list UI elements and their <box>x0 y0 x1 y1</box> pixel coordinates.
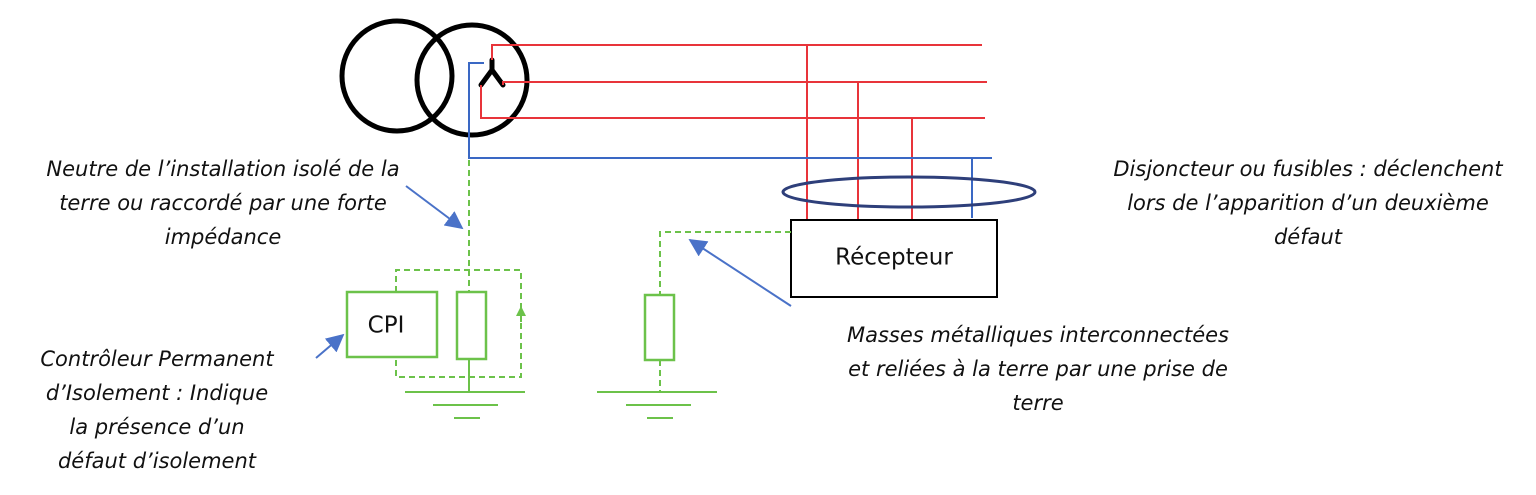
phase-line-1 <box>491 44 982 60</box>
phase-line-2 <box>502 81 987 85</box>
cpi-label: CPI <box>368 313 405 339</box>
receiver-label: Récepteur <box>835 245 953 271</box>
cpi-box <box>345 290 439 359</box>
breaker-ring <box>781 175 1037 209</box>
earth-electrode-resistor <box>643 293 676 362</box>
neutral-line <box>468 62 992 159</box>
phase-line-3 <box>480 85 985 119</box>
receiver: Récepteur <box>790 219 998 298</box>
masses-earthing <box>597 231 791 419</box>
cpi-callout-arrow <box>315 333 345 359</box>
cpi-device: CPI <box>345 290 439 359</box>
neutral-annotation: Neutre de l’installation isolé de la ter… <box>46 157 400 249</box>
receiver-box <box>790 219 998 298</box>
cpi-loop-top <box>395 269 522 378</box>
impedance-resistor <box>455 290 488 361</box>
neutral-callout-arrow <box>405 185 464 230</box>
loop-arrow <box>516 306 526 316</box>
masses-callout-arrow <box>688 239 792 307</box>
star-connection-symbol <box>478 57 506 88</box>
neutral-earthing <box>395 160 526 419</box>
masses-link <box>659 231 791 295</box>
transformer-primary-winding <box>339 18 455 134</box>
transformer-secondary-winding <box>414 22 530 138</box>
transformer <box>339 18 530 138</box>
breaker-annotation: Disjoncteur ou fusibles : déclenchent lo… <box>1113 157 1503 249</box>
phase-conductors <box>480 44 987 222</box>
cpi-annotation: Contrôleur Permanent d’Isolement : Indiq… <box>40 347 274 473</box>
masses-annotation: Masses métalliques interconnectées et re… <box>847 323 1229 415</box>
callout-arrows <box>315 185 792 359</box>
neutral-conductor <box>468 62 992 218</box>
